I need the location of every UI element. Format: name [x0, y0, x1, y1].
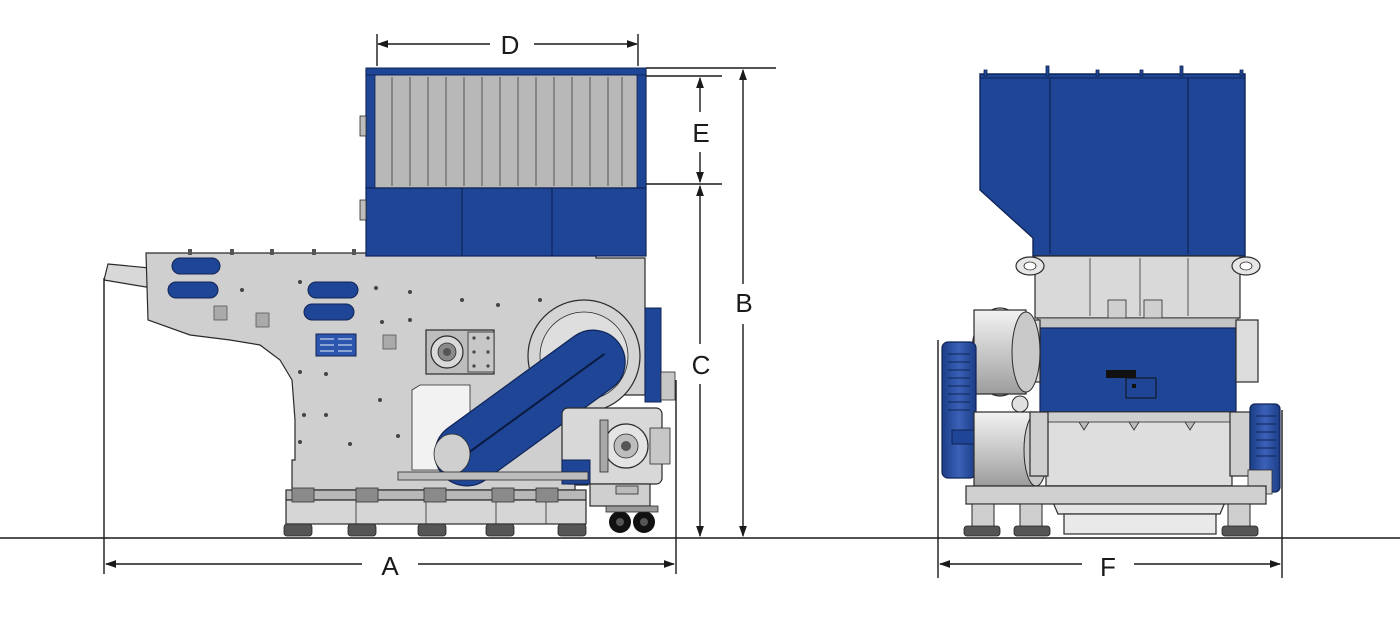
cutting-chamber	[1034, 255, 1241, 319]
frame-rivets	[240, 280, 542, 446]
dim-label-e: E	[692, 118, 709, 148]
dim-label-a: A	[381, 551, 399, 581]
drum-left-lower	[973, 411, 1037, 487]
base-mounts	[291, 487, 559, 503]
hopper-side-lower	[365, 187, 647, 257]
hopper-side-upper	[365, 69, 647, 189]
hopper-panel-ribs	[391, 77, 623, 186]
dim-label-b: B	[735, 288, 752, 318]
frame-blue-slots	[167, 257, 359, 321]
base-feet	[283, 523, 587, 537]
front-view	[941, 65, 1281, 537]
front-feet	[963, 525, 1259, 537]
hopper-front	[979, 73, 1246, 257]
feed-chute-lip	[103, 263, 153, 289]
side-view	[103, 67, 676, 537]
front-base-frame	[965, 485, 1267, 505]
screen-housing	[1045, 411, 1233, 487]
dim-label-f: F	[1100, 552, 1116, 582]
lifting-eyes	[1015, 256, 1261, 276]
front-blue-body	[1039, 327, 1237, 413]
dim-label-c: C	[692, 350, 711, 380]
dimension-annotations: D E C B A F	[103, 30, 1283, 582]
belt-guard	[434, 329, 626, 487]
side-bracket	[644, 307, 662, 403]
dim-label-d: D	[501, 30, 520, 60]
